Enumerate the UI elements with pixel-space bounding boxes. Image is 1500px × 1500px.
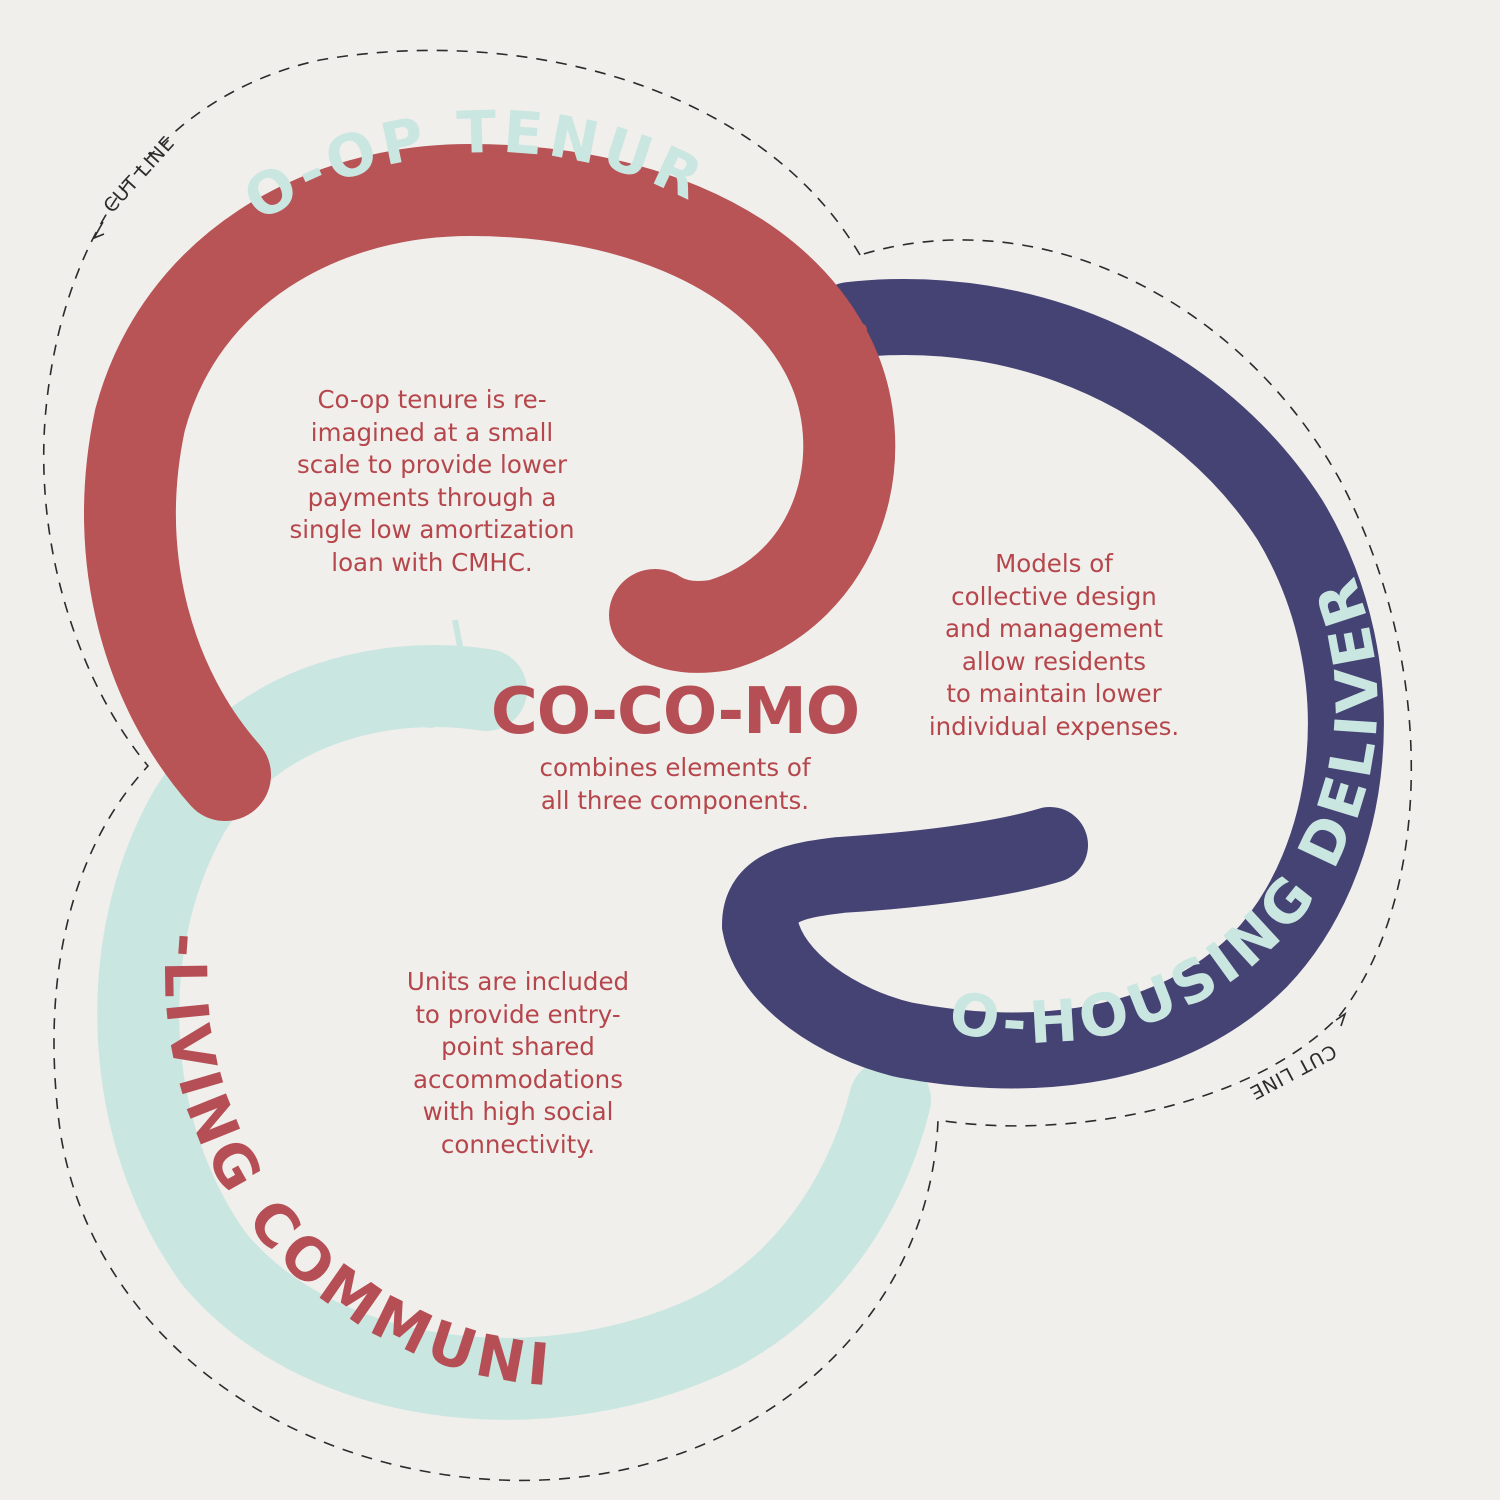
center-title: CO-CO-MO [490,675,860,749]
cut-arrow-bottom-right [1335,1012,1347,1027]
center-subtitle: combines elements of all three component… [539,753,811,815]
cohousing-brush-arc [721,279,1384,1089]
coop-description: Co-op tenure is re- imagined at a small … [289,385,575,577]
cut-arrow-top-left [92,221,105,240]
coliving-description: Units are included to provide entry- poi… [406,967,630,1159]
cohousing-description: Models of collective design and manageme… [928,549,1180,741]
cut-label-top-left: CUT LINE [99,132,179,217]
cut-line-outline [42,49,1413,1482]
coop-brush-arc [84,143,896,821]
cut-label-bottom-right: CUT LINE [1246,1040,1340,1104]
